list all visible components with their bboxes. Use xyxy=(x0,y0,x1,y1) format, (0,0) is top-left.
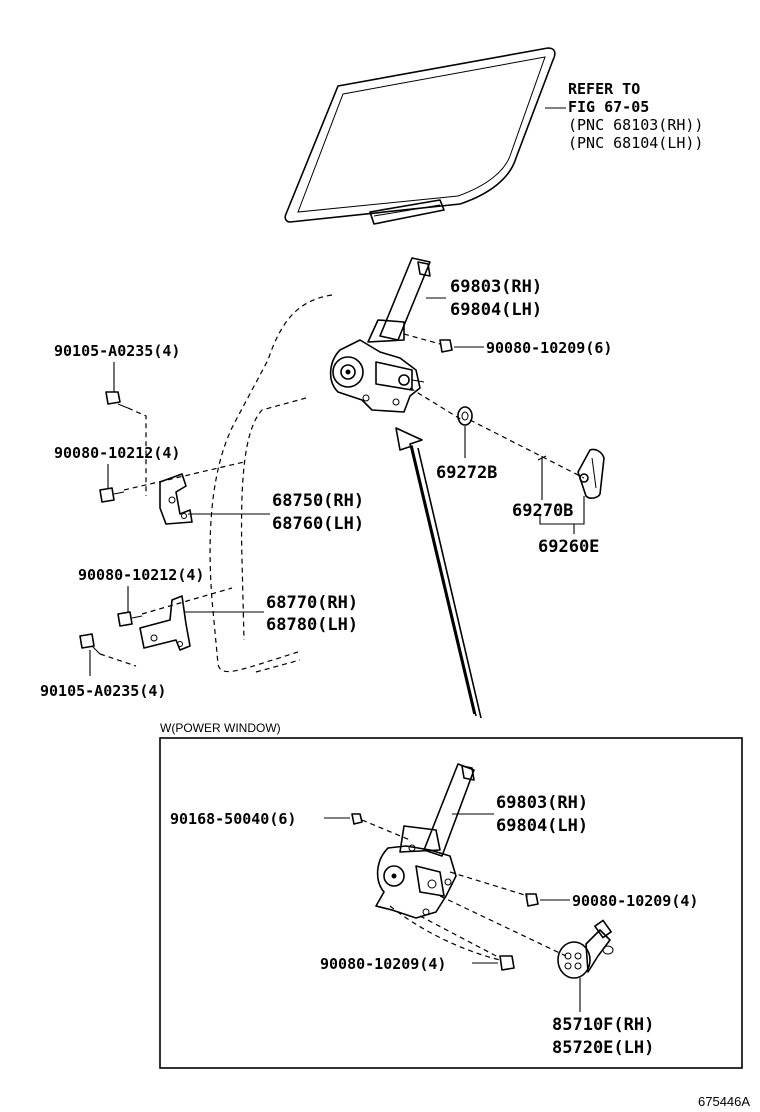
handle-icon xyxy=(577,448,605,499)
regulator-lh-label: 69804(LH) xyxy=(450,300,542,320)
screw-upper-label: 90105-A0235(4) xyxy=(54,342,180,360)
power-regulator xyxy=(375,763,475,919)
figure-id: 675446A xyxy=(698,1094,750,1109)
bolt-lower-hinge-icon xyxy=(117,611,143,627)
refer-line-4: (PNC 68104(LH)) xyxy=(568,134,703,152)
screw-lower-dash xyxy=(99,653,137,667)
pw-motor-lh-label: 85720E(LH) xyxy=(552,1038,654,1058)
pw-bolt-left-dash-1 xyxy=(389,905,501,961)
regulator-rh-label: 69803(RH) xyxy=(450,277,542,297)
refer-line-3: (PNC 68103(RH)) xyxy=(568,116,703,134)
pw-bolt-right-label: 90080-10209(4) xyxy=(572,892,698,910)
pw-motor-dash xyxy=(439,895,567,957)
screw-lower-icon xyxy=(79,633,101,655)
pw-screw-label: 90168-50040(6) xyxy=(170,810,296,828)
washer-icon xyxy=(457,406,473,426)
screw-lower-label: 90105-A0235(4) xyxy=(40,682,166,700)
door-outline xyxy=(209,294,333,673)
washer-dash xyxy=(409,387,463,421)
power-window-box xyxy=(159,737,743,1069)
upper-hinge-icon xyxy=(159,473,193,525)
hinge-lower-rh-label: 68770(RH) xyxy=(266,593,358,613)
washer-label: 69272B xyxy=(436,463,497,483)
handle-label: 69270B xyxy=(512,501,573,521)
power-window-motor-icon xyxy=(557,919,614,979)
refer-line-1: REFER TO xyxy=(568,80,640,98)
bolt-lower-hinge-dash xyxy=(141,587,233,615)
pw-bolt-left-dash-2 xyxy=(419,915,501,959)
pw-regulator-rh-label: 69803(RH) xyxy=(496,793,588,813)
door-glass xyxy=(284,47,556,225)
pw-motor-rh-label: 85710F(RH) xyxy=(552,1015,654,1035)
bolt-lower-hinge-label: 90080-10212(4) xyxy=(78,566,204,584)
lower-hinge-icon xyxy=(139,595,191,651)
pw-regulator-lh-label: 69804(LH) xyxy=(496,816,588,836)
handle-dash xyxy=(469,419,585,479)
pw-bolt-right-icon xyxy=(525,893,539,907)
pw-bolt-right-dash xyxy=(449,871,529,897)
bolt-top-icon xyxy=(439,339,453,353)
bolt-top-label: 90080-10209(6) xyxy=(486,339,612,357)
hinge-lower-lh-label: 68780(LH) xyxy=(266,615,358,635)
bolt-upper-hinge-icon xyxy=(99,487,125,503)
bolt-upper-hinge-label: 90080-10212(4) xyxy=(54,444,180,462)
hinge-upper-rh-label: 68750(RH) xyxy=(272,491,364,511)
manual-regulator xyxy=(329,257,431,413)
pw-bolt-left-label: 90080-10209(4) xyxy=(320,955,446,973)
screw-upper-icon xyxy=(105,391,129,409)
refer-line-2: FIG 67-05 xyxy=(568,98,649,116)
hinge-upper-lh-label: 68760(LH) xyxy=(272,514,364,534)
power-window-title: W(POWER WINDOW) xyxy=(160,721,281,735)
screw-upper-dash xyxy=(127,407,147,496)
handle-set-bracket xyxy=(539,496,585,525)
handle-set-label: 69260E xyxy=(538,537,599,557)
pw-bolt-left-icon xyxy=(499,955,515,971)
pw-screw-icon xyxy=(351,813,363,825)
install-direction-arrow xyxy=(395,427,482,719)
bolt-top-dash xyxy=(403,333,441,345)
bolt-upper-hinge-dash xyxy=(123,461,245,491)
